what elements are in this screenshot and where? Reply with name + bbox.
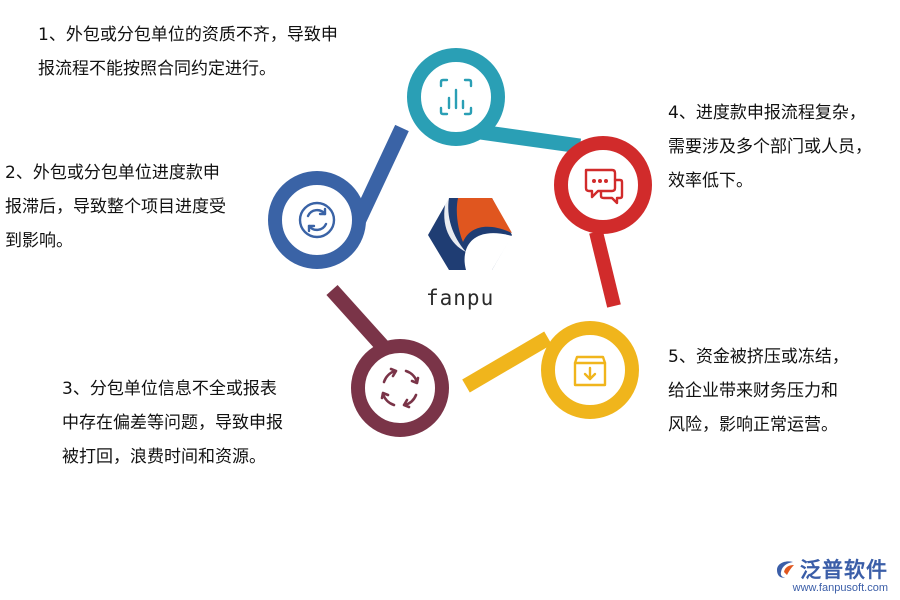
item-2-text: 2、外包或分包单位进度款申 报滞后，导致整个项目进度受 到影响。 [5,156,226,258]
node-5 [541,321,639,419]
refresh-circle-icon [298,201,336,239]
item-3-line-1: 3、分包单位信息不全或报表 [62,379,277,399]
fanpu-hexagon-logo [428,198,512,270]
brand-watermark: 泛普软件 www.fanpusoft.com [774,554,888,594]
item-5-text: 5、资金被挤压或冻结， 给企业带来财务压力和 风险，影响正常运营。 [668,340,849,442]
item-4-line-3: 效率低下。 [668,171,753,191]
connector-5 [462,331,552,393]
cycle-arrows-icon [380,367,420,409]
item-4-line-2: 需要涉及多个部门或人员， [668,137,872,157]
item-1-line-2: 报流程不能按照合同约定进行。 [38,59,276,79]
fanpu-logo-icon [777,561,794,578]
item-5-line-2: 给企业带来财务压力和 [668,381,838,401]
item-2-line-2: 报滞后，导致整个项目进度受 [5,197,226,217]
item-2-line-1: 2、外包或分包单位进度款申 [5,163,220,183]
connector-2 [351,124,409,226]
connector-3 [326,284,392,356]
item-5-line-3: 风险，影响正常运营。 [668,415,838,435]
item-3-text: 3、分包单位信息不全或报表 中存在偏差等问题，导致申报 被打回，浪费时间和资源。 [62,372,283,474]
item-4-line-1: 4、进度款申报流程复杂， [668,103,866,123]
node-1 [407,48,505,146]
brand-name: 泛普软件 [800,558,888,582]
item-5-line-1: 5、资金被挤压或冻结， [668,347,849,367]
brand-url: www.fanpusoft.com [792,582,888,594]
connector-4 [589,230,621,308]
item-1-line-1: 1、外包或分包单位的资质不齐，导致申 [38,25,338,45]
connector-1 [478,124,582,154]
download-box-icon [573,355,607,387]
chat-bubbles-icon [584,168,624,205]
item-2-line-3: 到影响。 [5,231,73,251]
center-label: fanpu [426,286,495,310]
item-4-text: 4、进度款申报流程复杂， 需要涉及多个部门或人员， 效率低下。 [668,96,872,198]
item-3-line-2: 中存在偏差等问题，导致申报 [62,413,283,433]
node-3 [351,339,449,437]
item-3-line-3: 被打回，浪费时间和资源。 [62,447,266,467]
item-1-text: 1、外包或分包单位的资质不齐，导致申 报流程不能按照合同约定进行。 [38,18,338,86]
node-4 [554,136,652,234]
bar-chart-icon [439,78,473,116]
node-2 [268,171,366,269]
